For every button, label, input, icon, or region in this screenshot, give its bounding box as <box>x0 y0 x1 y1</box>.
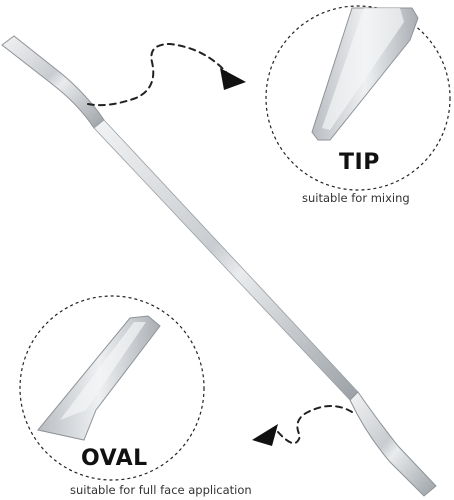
tip-detail-circle <box>265 5 451 191</box>
dashed-arrow-left-icon <box>252 405 353 446</box>
tip-caption: suitable for mixing <box>302 191 410 205</box>
oval-title: OVAL <box>81 446 148 471</box>
tip-title: TIP <box>339 150 380 175</box>
oval-caption: suitable for full face application <box>70 483 252 497</box>
spatula-body <box>1 35 437 497</box>
oval-detail-circle <box>19 295 205 481</box>
dashed-arrow-right-icon <box>87 42 246 107</box>
